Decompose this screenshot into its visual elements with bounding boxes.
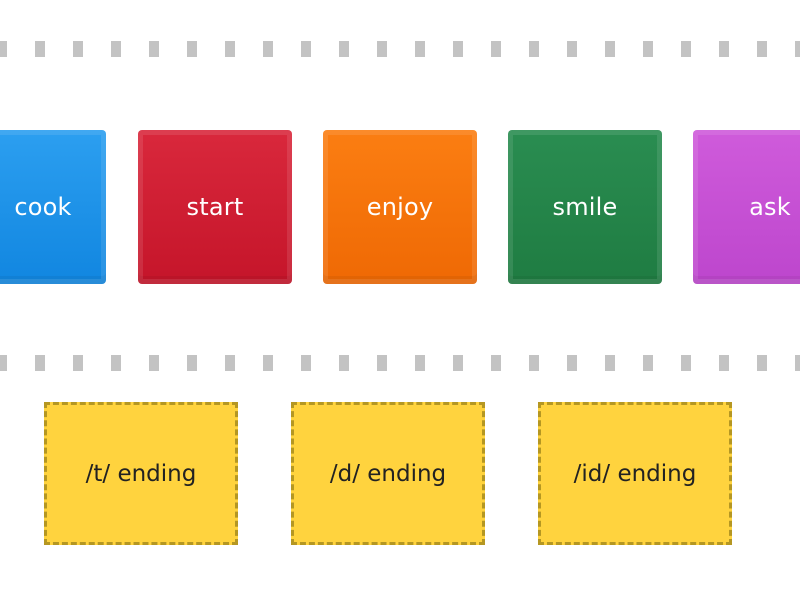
divider-dash (567, 355, 577, 371)
divider-dash (35, 41, 45, 57)
divider-dash (225, 355, 235, 371)
divider-dash (35, 355, 45, 371)
divider-dash (301, 355, 311, 371)
divider-dash (795, 355, 800, 371)
bottom-divider (0, 355, 800, 371)
target-label: /id/ ending (573, 460, 697, 487)
divider-dash (453, 41, 463, 57)
divider-dash (0, 41, 7, 57)
divider-dash (757, 355, 767, 371)
divider-dash (149, 41, 159, 57)
divider-dash (187, 355, 197, 371)
card-label: start (186, 193, 244, 221)
divider-dash (643, 355, 653, 371)
divider-dash (73, 355, 83, 371)
divider-dash (263, 355, 273, 371)
divider-dash (111, 41, 121, 57)
card-label: smile (552, 193, 618, 221)
drop-target-d-ending[interactable]: /d/ ending (291, 402, 485, 545)
divider-dash (529, 41, 539, 57)
drop-target-t-ending[interactable]: /t/ ending (44, 402, 238, 545)
word-card-ask[interactable]: ask (693, 130, 800, 284)
divider-dash (719, 355, 729, 371)
card-label: enjoy (366, 193, 434, 221)
divider-dash (567, 41, 577, 57)
divider-dash (377, 41, 387, 57)
divider-dash (225, 41, 235, 57)
divider-dash (757, 41, 767, 57)
divider-dash (453, 355, 463, 371)
divider-dash (263, 41, 273, 57)
divider-dash (111, 355, 121, 371)
divider-dash (377, 355, 387, 371)
target-label: /d/ ending (329, 460, 447, 487)
divider-dash (795, 41, 800, 57)
divider-dash (149, 355, 159, 371)
word-card-smile[interactable]: smile (508, 130, 662, 284)
divider-dash (187, 41, 197, 57)
divider-dash (73, 41, 83, 57)
word-card-cook[interactable]: cook (0, 130, 106, 284)
drop-target-id-ending[interactable]: /id/ ending (538, 402, 732, 545)
divider-dash (529, 355, 539, 371)
divider-dash (301, 41, 311, 57)
card-label: ask (749, 193, 791, 221)
word-card-start[interactable]: start (138, 130, 292, 284)
card-label: cook (14, 193, 72, 221)
divider-dash (415, 355, 425, 371)
divider-dash (491, 355, 501, 371)
divider-dash (605, 41, 615, 57)
divider-dash (681, 355, 691, 371)
divider-dash (719, 41, 729, 57)
divider-dash (339, 41, 349, 57)
divider-dash (0, 355, 7, 371)
divider-dash (605, 355, 615, 371)
top-divider (0, 41, 800, 57)
word-card-enjoy[interactable]: enjoy (323, 130, 477, 284)
target-label: /t/ ending (85, 460, 197, 487)
divider-dash (643, 41, 653, 57)
divider-dash (415, 41, 425, 57)
divider-dash (681, 41, 691, 57)
divider-dash (491, 41, 501, 57)
divider-dash (339, 355, 349, 371)
